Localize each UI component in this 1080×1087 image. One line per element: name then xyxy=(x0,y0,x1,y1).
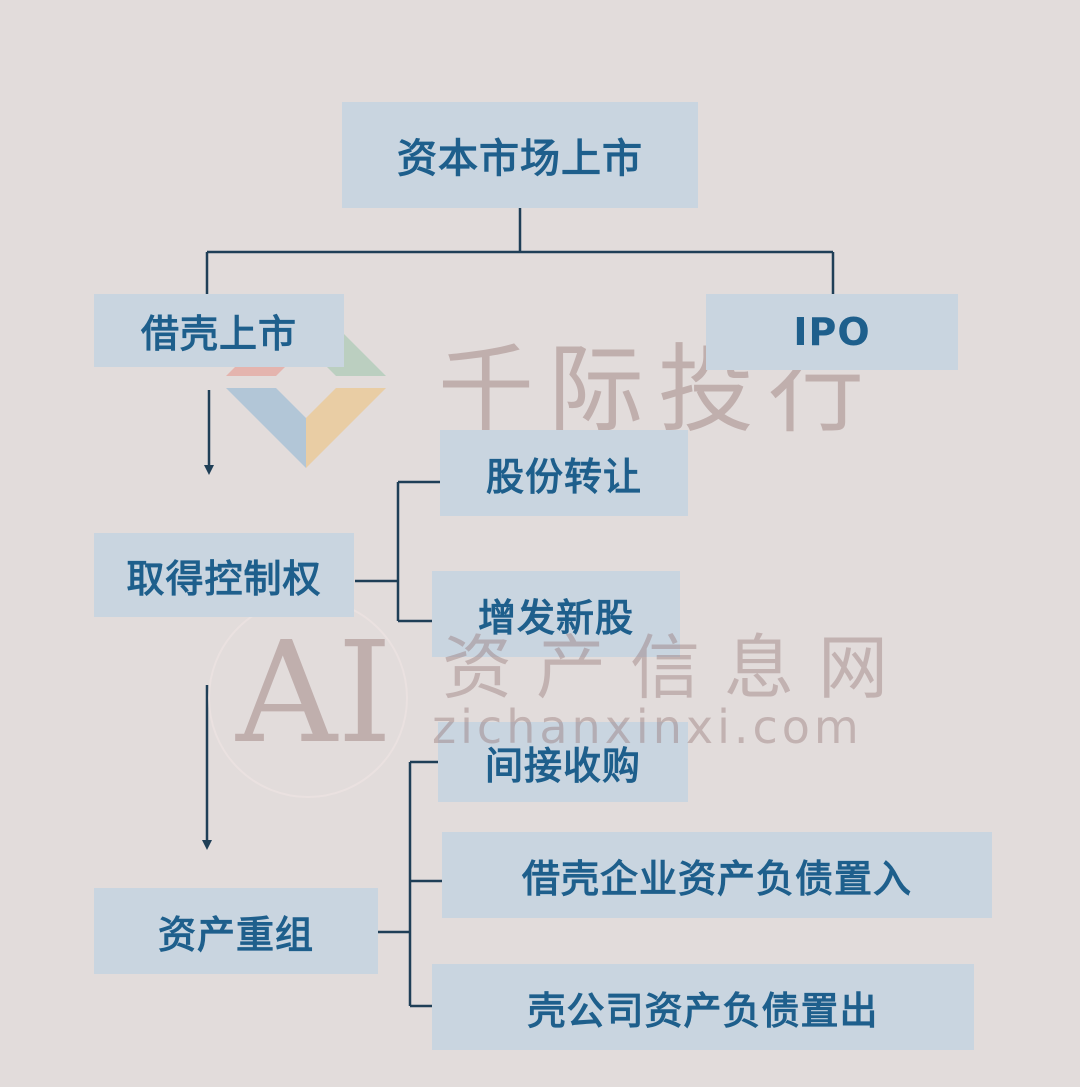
node-share-transfer: 股份转让 xyxy=(440,430,688,516)
node-ipo: IPO xyxy=(706,294,958,370)
node-indirect-acquisition: 间接收购 xyxy=(438,722,688,802)
node-assets-in: 借壳企业资产负债置入 xyxy=(442,832,992,918)
node-backdoor-listing: 借壳上市 xyxy=(94,294,344,367)
watermark-circle xyxy=(208,598,408,798)
root-node: 资本市场上市 xyxy=(342,102,698,208)
node-asset-restructuring: 资产重组 xyxy=(94,888,378,974)
node-new-shares: 增发新股 xyxy=(432,571,680,657)
node-assets-out: 壳公司资产负债置出 xyxy=(432,964,974,1050)
node-obtain-control: 取得控制权 xyxy=(94,533,354,617)
